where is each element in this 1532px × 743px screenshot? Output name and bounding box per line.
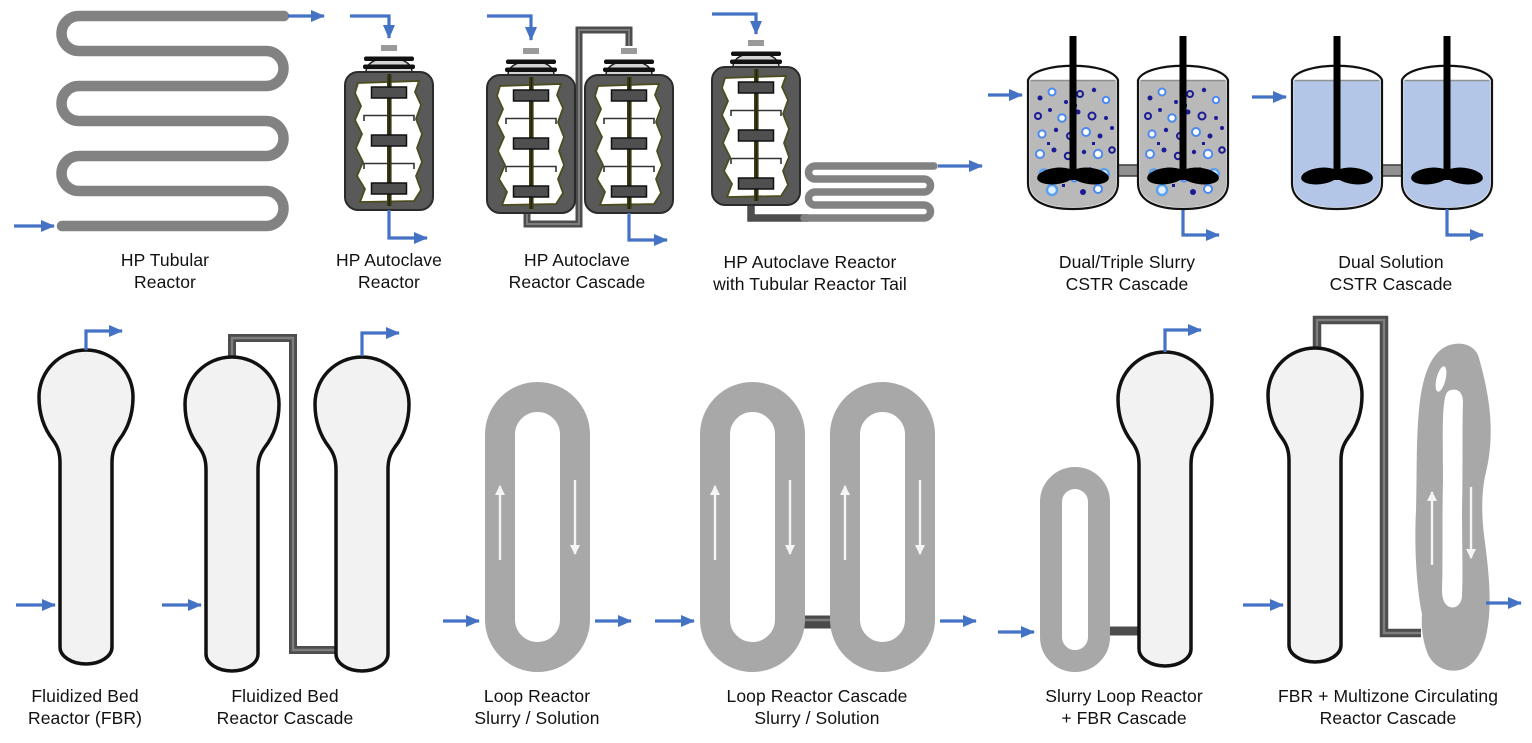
outlet-arrow-icon xyxy=(627,213,668,246)
inlet-arrow-icon xyxy=(712,12,762,35)
reactor-label-fbr-mzcr-cascade: FBR + Multizone Circulating Reactor Casc… xyxy=(1277,686,1499,728)
reactor-label-solution-cstr-cascade: Dual Solution CSTR Cascade xyxy=(1329,252,1453,294)
slurry-loop-fbr-cascade-figure xyxy=(998,324,1214,672)
slurry-cstr-vessel xyxy=(1136,36,1230,211)
inlet-arrow-icon xyxy=(350,14,395,39)
tail-coil xyxy=(800,162,938,222)
hp-autoclave-cascade-figure xyxy=(486,14,674,246)
fbr-vessel xyxy=(183,355,281,673)
tubular-coil xyxy=(56,10,290,232)
fbr-figure xyxy=(16,325,135,666)
reactor-label-fbr: Fluidized Bed Reactor (FBR) xyxy=(27,686,143,728)
loop-tube xyxy=(485,382,590,672)
solution-cstr-cascade-figure xyxy=(1252,36,1494,241)
hp-tubular-reactor-figure xyxy=(14,10,325,232)
reactor-label-fbr-cascade: Fluidized Bed Reactor Cascade xyxy=(216,686,354,728)
reactor-label-hp-autoclave: HP Autoclave Reactor xyxy=(336,250,442,292)
slurry-cstr-vessel xyxy=(1026,36,1120,211)
solution-cstr-vessel xyxy=(1400,36,1494,211)
outlet-arrow-icon xyxy=(1181,210,1220,241)
fbr-vessel xyxy=(313,355,411,673)
outlet-arrow-icon xyxy=(360,327,400,356)
mzcr-loop-channel xyxy=(1442,389,1463,608)
reactor-label-slurry-cstr-cascade: Dual/Triple Slurry CSTR Cascade xyxy=(1058,252,1196,294)
solution-cstr-vessel xyxy=(1290,36,1384,211)
outlet-arrow-icon xyxy=(84,325,123,350)
reactor-label-loop-reactor: Loop Reactor Slurry / Solution xyxy=(474,686,600,728)
fbr-vessel xyxy=(1266,346,1364,664)
tail-pipe xyxy=(747,201,808,222)
fbr-cascade-figure xyxy=(162,327,411,673)
loop-reactor-cascade-figure xyxy=(655,382,977,672)
hp-autoclave-reactor-figure xyxy=(344,14,434,244)
fbr-vessel xyxy=(1116,350,1214,668)
reactor-label-slurry-loop-fbr-cascade: Slurry Loop Reactor + FBR Cascade xyxy=(1045,686,1203,728)
inlet-arrow-icon xyxy=(487,14,537,41)
loop-tube xyxy=(830,382,935,672)
slurry-cstr-cascade-figure xyxy=(988,36,1230,241)
reactor-label-loop-reactor-cascade: Loop Reactor Cascade Slurry / Solution xyxy=(726,686,908,728)
loop-tube xyxy=(1040,467,1110,672)
reactor-label-hp-tubular: HP Tubular Reactor xyxy=(120,250,210,292)
outlet-arrow-icon xyxy=(387,210,428,244)
outlet-arrow-icon xyxy=(1445,209,1484,241)
outlet-arrow-icon xyxy=(1163,324,1202,352)
loop-tube xyxy=(700,382,805,672)
reactor-label-hp-autoclave-cascade: HP Autoclave Reactor Cascade xyxy=(508,250,646,292)
hp-autoclave-tail-figure xyxy=(711,12,983,222)
loop-reactor-figure xyxy=(443,382,632,672)
fbr-mzcr-cascade-figure xyxy=(1243,315,1522,671)
mzcr-loop-channel xyxy=(1435,366,1447,392)
fbr-vessel xyxy=(37,348,135,666)
reactor-label-hp-autoclave-tail: HP Autoclave Reactor with Tubular Reacto… xyxy=(713,252,907,294)
